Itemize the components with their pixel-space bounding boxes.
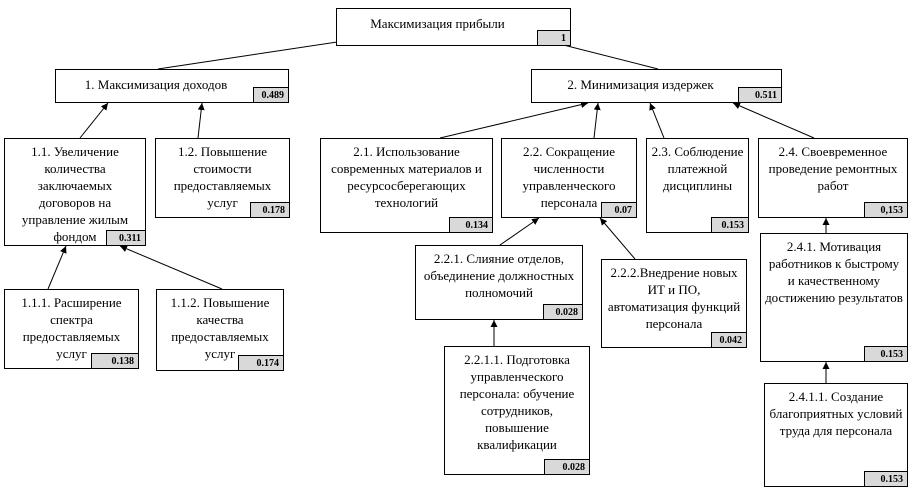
node-n112: 1.1.2. Повышение качества предоставляемы… — [156, 289, 284, 371]
node-n24: 2.4. Своевременное проведение ремонтных … — [758, 138, 908, 218]
weight-badge: 0.138 — [91, 353, 139, 369]
node-n2411: 2.4.1.1. Создание благоприятных условий … — [764, 383, 908, 487]
node-label: 2.3. Соблюдение платежной дисциплины — [651, 144, 744, 193]
edge-n112-to-n11 — [119, 245, 223, 290]
node-label: 2.4. Своевременное проведение ремонтных … — [768, 144, 898, 193]
node-label: 2.2.1. Слияние отделов, объединение долж… — [423, 251, 575, 300]
weight-badge: 1 — [537, 30, 571, 46]
weight-badge: 0.511 — [738, 87, 782, 103]
weight-badge: 0.489 — [253, 87, 289, 103]
node-n23: 2.3. Соблюдение платежной дисциплины 0.15… — [646, 138, 749, 233]
node-n111: 1.1.1. Расширение спектра предоставляемы… — [4, 289, 139, 369]
node-label: 1.1.1. Расширение спектра предоставляемы… — [21, 295, 122, 361]
node-n222: 2.2.2.Внедрение новых ИТ и ПО, автоматиз… — [601, 259, 747, 348]
node-label: 2.2.1.1. Подготовка управленческого перс… — [459, 352, 575, 452]
node-n12: 1.2. Повышение стоимости предоставляемых… — [155, 138, 290, 218]
weight-badge: 0.153 — [864, 346, 908, 362]
node-label: 1.1.2. Повышение качества предоставляемы… — [170, 295, 270, 361]
edge-n23-to-n2 — [649, 102, 665, 139]
node-label: Максимизация прибыли — [370, 16, 505, 31]
node-label: 2.2.2.Внедрение новых ИТ и ПО, автоматиз… — [607, 265, 741, 331]
weight-badge: 0.028 — [544, 459, 590, 475]
node-label: 2.2. Сокращение численности управленческ… — [522, 144, 616, 210]
node-root: Максимизация прибыли 1 — [336, 8, 571, 46]
node-label: 1.1. Увеличение количества заключаемых д… — [21, 144, 129, 244]
weight-badge: 0.153 — [864, 471, 908, 487]
node-label: 2.1. Использование современных материало… — [331, 144, 482, 210]
edge-n22-to-n2 — [593, 102, 601, 139]
weight-badge: 0.174 — [238, 355, 284, 371]
weight-badge: 0.134 — [449, 217, 493, 233]
node-n2211: 2.2.1.1. Подготовка управленческого перс… — [444, 346, 590, 475]
edge-n21-to-n2 — [439, 101, 589, 139]
edge-n221-to-n22 — [499, 217, 540, 246]
weight-badge: 0.07 — [601, 202, 637, 218]
weight-badge: 0.311 — [106, 230, 146, 246]
edge-n12-to-n1 — [197, 102, 205, 139]
node-n2: 2. Минимизация издержек 0.511 — [531, 69, 782, 103]
edge-n24-to-n2 — [732, 102, 815, 139]
node-n11: 1.1. Увеличение количества заключаемых д… — [4, 138, 146, 246]
node-n221: 2.2.1. Слияние отделов, объединение долж… — [415, 245, 583, 320]
weight-badge: 0.178 — [250, 202, 290, 218]
node-n22: 2.2. Сокращение численности управленческ… — [501, 138, 637, 218]
node-label: 1. Максимизация доходов — [84, 77, 228, 92]
weight-badge: 0.042 — [711, 332, 747, 348]
node-label: 2.4.1. Мотивация работников к быстрому и… — [765, 239, 903, 305]
node-n1: 1. Максимизация доходов 0.489 — [55, 69, 289, 103]
node-label: 1.2. Повышение стоимости предоставляемых… — [173, 144, 272, 210]
node-label: 2. Минимизация издержек — [567, 77, 714, 92]
node-n21: 2.1. Использование современных материало… — [320, 138, 493, 233]
edge-n222-to-n22 — [599, 217, 636, 260]
weight-badge: 0.153 — [711, 217, 749, 233]
weight-badge: 0.028 — [543, 304, 583, 320]
node-n241: 2.4.1. Мотивация работников к быстрому и… — [760, 233, 908, 362]
node-label: 2.4.1.1. Создание благоприятных условий … — [769, 389, 903, 438]
edge-n111-to-n11 — [47, 245, 67, 290]
edge-n11-to-n1 — [79, 102, 109, 139]
weight-badge: 0,153 — [864, 202, 908, 218]
